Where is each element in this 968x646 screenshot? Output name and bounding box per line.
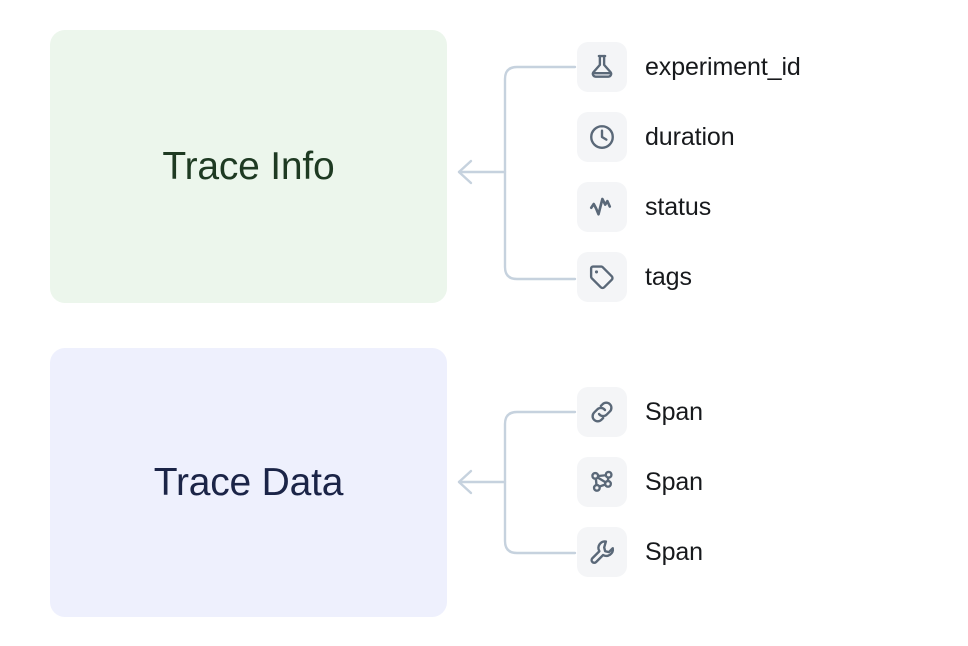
link-icon — [577, 387, 627, 437]
tag-icon — [577, 252, 627, 302]
span-label: Span — [645, 397, 703, 426]
attribute-label: duration — [645, 122, 735, 151]
attribute-row-experiment-id[interactable]: experiment_id — [577, 42, 801, 92]
arrow-head-trace-data — [457, 469, 473, 495]
group-box-trace-info[interactable]: Trace Info — [50, 30, 447, 303]
group-box-trace-data[interactable]: Trace Data — [50, 348, 447, 617]
span-row-2[interactable]: Span — [577, 457, 703, 507]
attribute-label: status — [645, 192, 712, 221]
clock-icon — [577, 112, 627, 162]
group-label-trace-info: Trace Info — [162, 145, 335, 188]
wrench-icon — [577, 527, 627, 577]
connector-trace-info — [457, 65, 577, 281]
group-label-trace-data: Trace Data — [153, 461, 344, 504]
connector-trace-data — [457, 410, 577, 555]
arrow-head-trace-info — [457, 159, 473, 185]
attribute-label: tags — [645, 262, 692, 291]
span-label: Span — [645, 537, 703, 566]
attribute-row-tags[interactable]: tags — [577, 252, 692, 302]
span-row-1[interactable]: Span — [577, 387, 703, 437]
bracket-path-trace-data — [503, 410, 577, 555]
span-label: Span — [645, 467, 703, 496]
attribute-label: experiment_id — [645, 52, 801, 81]
attribute-row-status[interactable]: status — [577, 182, 711, 232]
span-row-3[interactable]: Span — [577, 527, 703, 577]
activity-icon — [577, 182, 627, 232]
bracket-path-trace-info — [503, 65, 577, 281]
network-icon — [577, 457, 627, 507]
flask-icon — [577, 42, 627, 92]
attribute-row-duration[interactable]: duration — [577, 112, 735, 162]
